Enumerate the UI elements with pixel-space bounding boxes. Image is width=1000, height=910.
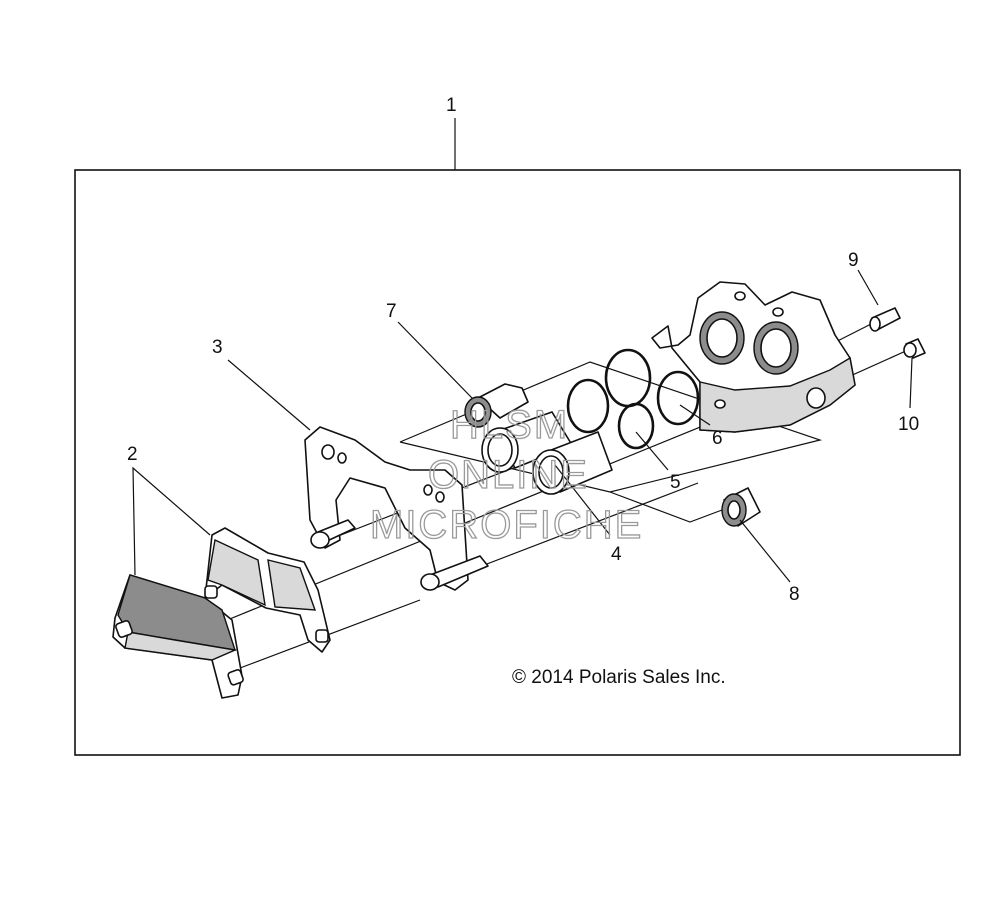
callout-2: 2 xyxy=(127,444,138,465)
pistons xyxy=(481,411,613,495)
callout-leaders xyxy=(132,269,913,583)
callout-3: 3 xyxy=(212,337,223,358)
callout-6: 6 xyxy=(712,428,723,449)
svg-text:ONLINE: ONLINE xyxy=(428,453,589,497)
svg-text:MICROFICHE: MICROFICHE xyxy=(370,503,643,547)
callout-1: 1 xyxy=(446,95,457,116)
callout-7: 7 xyxy=(386,301,397,322)
brake-pad-inner xyxy=(204,527,331,653)
callout-9: 9 xyxy=(848,250,859,271)
watermark: HLSM ONLINE MICROFICHE xyxy=(369,402,643,547)
svg-text:HLSM: HLSM xyxy=(450,403,569,447)
pin-boot xyxy=(721,487,761,527)
assembly-frame xyxy=(74,169,961,756)
callout-4: 4 xyxy=(611,544,622,565)
brake-pad-outer xyxy=(112,574,244,699)
callout-5: 5 xyxy=(670,472,681,493)
mounting-bracket xyxy=(304,426,489,591)
copyright-notice: © 2014 Polaris Sales Inc. xyxy=(512,667,726,688)
bleeder-screw xyxy=(869,307,901,332)
piston-seals xyxy=(566,348,700,450)
caliper-body xyxy=(651,281,856,433)
callout-8: 8 xyxy=(789,584,800,605)
callout-10: 10 xyxy=(898,414,919,435)
slide-pin-boot xyxy=(464,383,529,428)
bleeder-cap xyxy=(903,338,926,359)
